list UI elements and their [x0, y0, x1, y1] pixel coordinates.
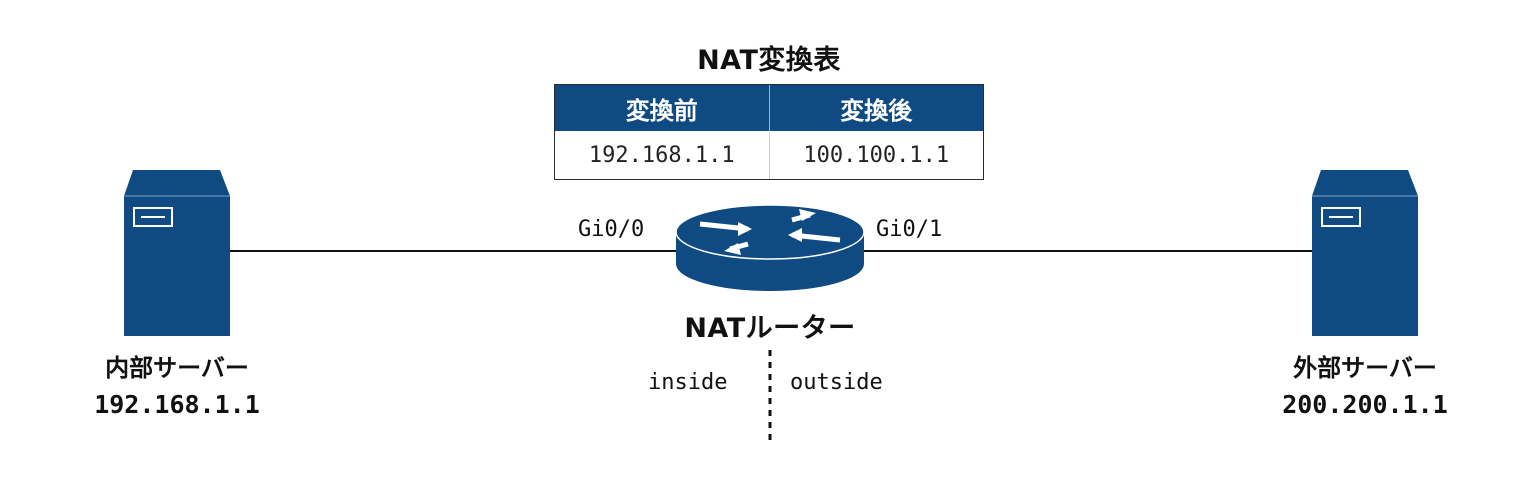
inside-server-icon: [124, 170, 230, 336]
zone-inside-label: inside: [648, 370, 728, 395]
router-icon: [675, 204, 865, 291]
inside-server-label: 内部サーバー: [105, 354, 249, 382]
router-label: NATルーター: [684, 313, 856, 344]
outside-server-label: 外部サーバー: [1293, 354, 1437, 382]
cell-after: 100.100.1.1: [803, 142, 950, 168]
zone-outside-label: outside: [790, 370, 883, 395]
nat-table-title: NAT変換表: [697, 45, 841, 76]
cell-before: 192.168.1.1: [555, 131, 770, 179]
nat-table-row: 192.168.1.1 100.100.1.1: [555, 131, 983, 179]
port-label-left: Gi0/0: [578, 217, 645, 242]
port-label-right: Gi0/1: [876, 217, 943, 242]
header-after: 変換後: [840, 96, 913, 125]
inside-server-ip: 192.168.1.1: [94, 390, 260, 419]
header-before: 変換前: [555, 85, 770, 131]
outside-server-icon: [1312, 170, 1418, 336]
nat-table: 変換前 変換後 192.168.1.1 100.100.1.1: [554, 84, 984, 180]
nat-table-header: 変換前 変換後: [555, 85, 983, 131]
outside-server-ip: 200.200.1.1: [1282, 390, 1448, 419]
